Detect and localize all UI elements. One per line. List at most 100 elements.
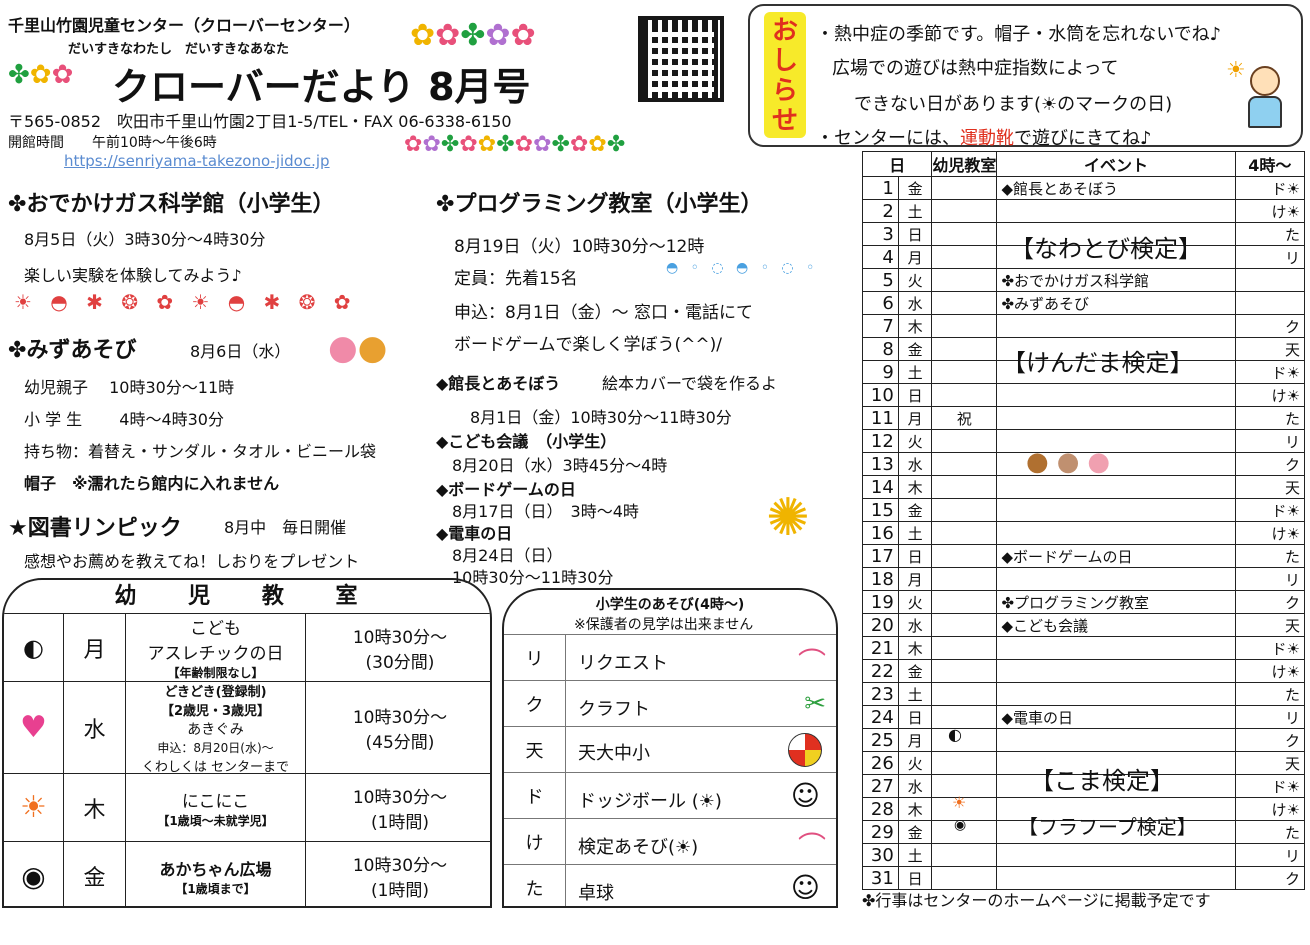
table-tennis-kid-icon: ☺ — [790, 871, 820, 904]
play-row: ド ドッジボール (☀) ☺ — [504, 772, 836, 818]
cal-play: 天 — [1234, 751, 1306, 775]
cal-event — [996, 521, 1236, 545]
cal-date: 2 — [862, 199, 899, 223]
website-link[interactable]: https://senriyama-takezono-jidoc.jp — [64, 152, 330, 170]
cal-event — [996, 682, 1236, 706]
play-row: け 検定あそび(☀) ⌒ — [504, 818, 836, 864]
cal-play: け☀ — [1234, 659, 1306, 683]
play-name: リクエスト — [578, 653, 668, 674]
cal-weekday: 月 — [897, 567, 933, 591]
gas-heading: ✤おでかけガス科学館（小学生） — [8, 192, 335, 217]
rainbow-icon: ⌒ — [797, 830, 826, 863]
prog-date: 8月19日（火）10時30分～12時 — [454, 237, 705, 257]
cal-play — [1234, 291, 1306, 315]
cal-date: 16 — [862, 521, 899, 545]
baby-icon: ◉ — [4, 842, 64, 906]
cal-date: 14 — [862, 475, 899, 499]
cal-event: ✤プログラミング教室 — [996, 590, 1236, 614]
cal-date: 24 — [862, 705, 899, 729]
train-heading: ◆電車の日 — [436, 524, 513, 543]
cal-weekday: 日 — [897, 866, 933, 890]
play-name: ドッジボール (☀) — [578, 791, 722, 812]
cal-play: ド☀ — [1234, 176, 1306, 200]
yoji-name-3: 【年齢制限なし】 — [167, 666, 264, 680]
play-row: 天 天大中小 — [504, 726, 836, 772]
cal-weekday: 日 — [897, 383, 933, 407]
cal-weekday: 月 — [897, 245, 933, 269]
yoji-name-5: くわしくは センターまで — [141, 759, 290, 775]
library-date: 8月中 毎日開催 — [224, 518, 347, 537]
ball-icon — [788, 733, 822, 767]
water-heading: ✤みずあそび — [8, 338, 137, 363]
cal-weekday: 金 — [897, 176, 933, 200]
sports-shoes-text: 運動靴 — [960, 128, 1014, 149]
cal-header-day: 日 — [861, 151, 933, 177]
notice-line-2: 広場での遊びは熱中症指数によって — [832, 58, 1119, 79]
cal-yoji — [931, 268, 998, 292]
cal-weekday: 金 — [897, 659, 933, 683]
notice-label: おしらせ — [764, 12, 806, 138]
cal-yoji — [931, 820, 998, 844]
opening-hours: 開館時間 午前10時～午後6時 — [8, 135, 217, 151]
cal-yoji — [931, 176, 998, 200]
cal-play: 天 — [1234, 613, 1306, 637]
cal-play: た — [1234, 406, 1306, 430]
clover-deco-icon: ✤✿✿ — [8, 60, 74, 90]
cal-yoji: 祝 — [931, 406, 998, 430]
cal-yoji — [931, 360, 998, 384]
play-code: リ — [504, 635, 566, 680]
cal-yoji — [931, 636, 998, 660]
cal-play — [1234, 268, 1306, 292]
qr-code-icon[interactable] — [638, 16, 724, 102]
water-line-4: 帽子 ※濡れたら館内に入れません — [24, 474, 280, 493]
cal-date: 26 — [862, 751, 899, 775]
rainbow-icon: ⌒ — [797, 646, 826, 679]
cal-date: 8 — [862, 337, 899, 361]
sun-mark-icon: ☀ — [952, 793, 967, 812]
cal-date: 21 — [862, 636, 899, 660]
play-title: 小学生のあそび(4時～) — [595, 597, 745, 613]
yoji-time: 10時30分～ — [352, 627, 448, 648]
cal-weekday: 水 — [897, 452, 933, 476]
cal-date: 3 — [862, 222, 899, 246]
cal-play: け☀ — [1234, 199, 1306, 223]
cal-date: 19 — [862, 590, 899, 614]
cal-play: ド☀ — [1234, 498, 1306, 522]
yoji-title: 幼 児 教 室 — [4, 580, 490, 614]
play-name: 検定あそび(☀) — [578, 837, 699, 858]
cal-yoji — [931, 567, 998, 591]
yoji-name-2: 【1歳頃まで】 — [175, 881, 256, 896]
cal-play: リ — [1234, 245, 1306, 269]
kodomo-heading: ◆こども会議 （小学生） — [436, 432, 617, 451]
cal-date: 5 — [862, 268, 899, 292]
dodgeball-kid-icon: ☺ — [790, 779, 820, 812]
cal-date: 23 — [862, 682, 899, 706]
train-date: 8月24日（日） — [452, 546, 563, 565]
cal-yoji — [931, 751, 998, 775]
cal-weekday: 月 — [897, 406, 933, 430]
animals-icon: ●● — [328, 328, 388, 368]
cal-play: リ — [1234, 705, 1306, 729]
drinking-child-icon: ☀ — [1226, 52, 1288, 136]
cal-yoji — [931, 314, 998, 338]
cal-date: 10 — [862, 383, 899, 407]
cal-date: 22 — [862, 659, 899, 683]
cal-play: リ — [1234, 843, 1306, 867]
cal-event — [996, 728, 1236, 752]
yoji-time: 10時30分～ — [352, 787, 448, 808]
cal-event — [996, 498, 1236, 522]
play-code: ク — [504, 681, 566, 726]
yoji-name-3: あきぐみ — [187, 721, 244, 738]
cal-weekday: 火 — [897, 268, 933, 292]
cal-event — [996, 774, 1236, 798]
cal-weekday: 水 — [897, 774, 933, 798]
reading-animals-icon: ●●● — [1026, 447, 1119, 477]
cal-weekday: 日 — [897, 222, 933, 246]
